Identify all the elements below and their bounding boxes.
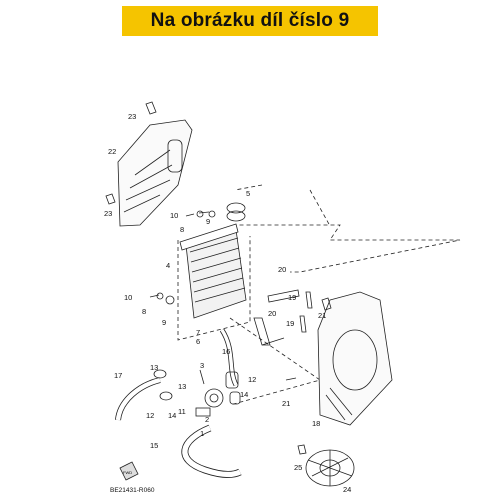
- callout-8: 8: [180, 225, 184, 234]
- callout-17: 17: [114, 371, 122, 380]
- callout-9: 9: [206, 217, 210, 226]
- callout-11: 11: [178, 407, 186, 416]
- callout-7: 7: [196, 328, 200, 337]
- callout-19: 19: [286, 319, 294, 328]
- callout-16: 16: [222, 347, 230, 356]
- callout-13: 13: [178, 382, 186, 391]
- callout-24: 24: [343, 485, 351, 494]
- callout-14: 14: [240, 390, 248, 399]
- fwd-stamp-text: FWD: [123, 470, 132, 475]
- callout-10: 10: [124, 293, 132, 302]
- reference-code: BE21431-R060: [110, 487, 155, 494]
- callout-10: 10: [170, 211, 178, 220]
- callout-6: 6: [196, 337, 200, 346]
- callout-23: 23: [128, 112, 136, 121]
- callout-1: 1: [200, 429, 204, 438]
- callout-19: 19: [288, 293, 296, 302]
- callout-12: 12: [146, 411, 154, 420]
- callout-14: 14: [168, 411, 176, 420]
- callout-2: 2: [205, 415, 209, 424]
- callout-3: 3: [200, 361, 204, 370]
- callout-22: 22: [108, 147, 116, 156]
- callout-13: 13: [150, 363, 158, 372]
- callout-18: 18: [312, 419, 320, 428]
- callout-8: 8: [142, 307, 146, 316]
- callout-25: 25: [294, 463, 302, 472]
- callout-20: 20: [268, 309, 276, 318]
- callout-21: 21: [318, 311, 326, 320]
- callout-23: 23: [104, 209, 112, 218]
- callout-20: 20: [278, 265, 286, 274]
- callout-5: 5: [246, 189, 250, 198]
- callout-21: 21: [282, 399, 290, 408]
- part-title-banner: Na obrázku díl číslo 9: [122, 6, 378, 36]
- callout-12: 12: [248, 375, 256, 384]
- callout-4: 4: [166, 261, 170, 270]
- callout-9: 9: [162, 318, 166, 327]
- callout-15: 15: [150, 441, 158, 450]
